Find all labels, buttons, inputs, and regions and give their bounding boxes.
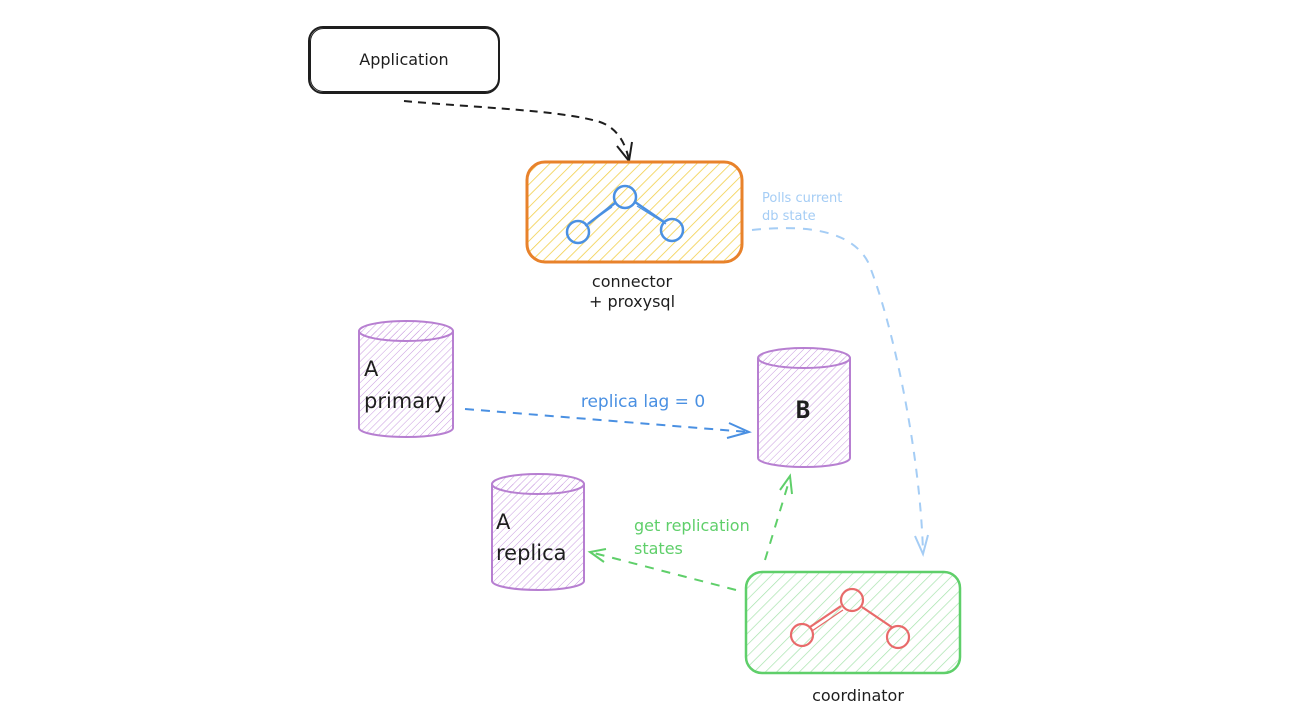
edge-polls: Polls current db state (751, 191, 929, 558)
arrowhead-icon (914, 534, 929, 558)
db-b[interactable]: B (757, 347, 851, 468)
db-a-primary-label-line1: A (364, 357, 379, 381)
application-node[interactable]: Application (308, 26, 500, 94)
edge-replication: replica lag = 0 (464, 392, 752, 439)
connector-label-line1: connector (592, 272, 673, 291)
tree-network-icon (565, 184, 685, 245)
arrowhead-icon (779, 473, 793, 495)
connector-node[interactable]: connector + proxysql (525, 160, 744, 311)
edge-get-states: get replication states (587, 473, 793, 591)
get-states-label-line2: states (634, 539, 683, 558)
db-b-label: B (796, 396, 810, 424)
coordinator-label: coordinator (812, 686, 904, 705)
polls-label-line1: Polls current (762, 191, 842, 206)
db-a-replica[interactable]: A replica (491, 473, 585, 591)
tree-network-icon (789, 587, 911, 650)
connector-label-line2: + proxysql (589, 292, 675, 311)
db-a-primary[interactable]: A primary (358, 320, 454, 438)
arrowhead-icon (587, 548, 607, 563)
db-a-primary-label-line2: primary (364, 389, 446, 413)
arrowhead-icon (726, 422, 752, 439)
get-states-label-line1: get replication (634, 516, 750, 535)
polls-label-line2: db state (762, 209, 816, 224)
application-label: Application (359, 50, 448, 69)
edge-app-to-connector (403, 100, 633, 164)
db-a-replica-label-line1: A (496, 510, 511, 534)
coordinator-node[interactable]: coordinator (744, 570, 962, 705)
replication-label: replica lag = 0 (581, 392, 705, 412)
db-a-replica-label-line2: replica (496, 541, 567, 565)
